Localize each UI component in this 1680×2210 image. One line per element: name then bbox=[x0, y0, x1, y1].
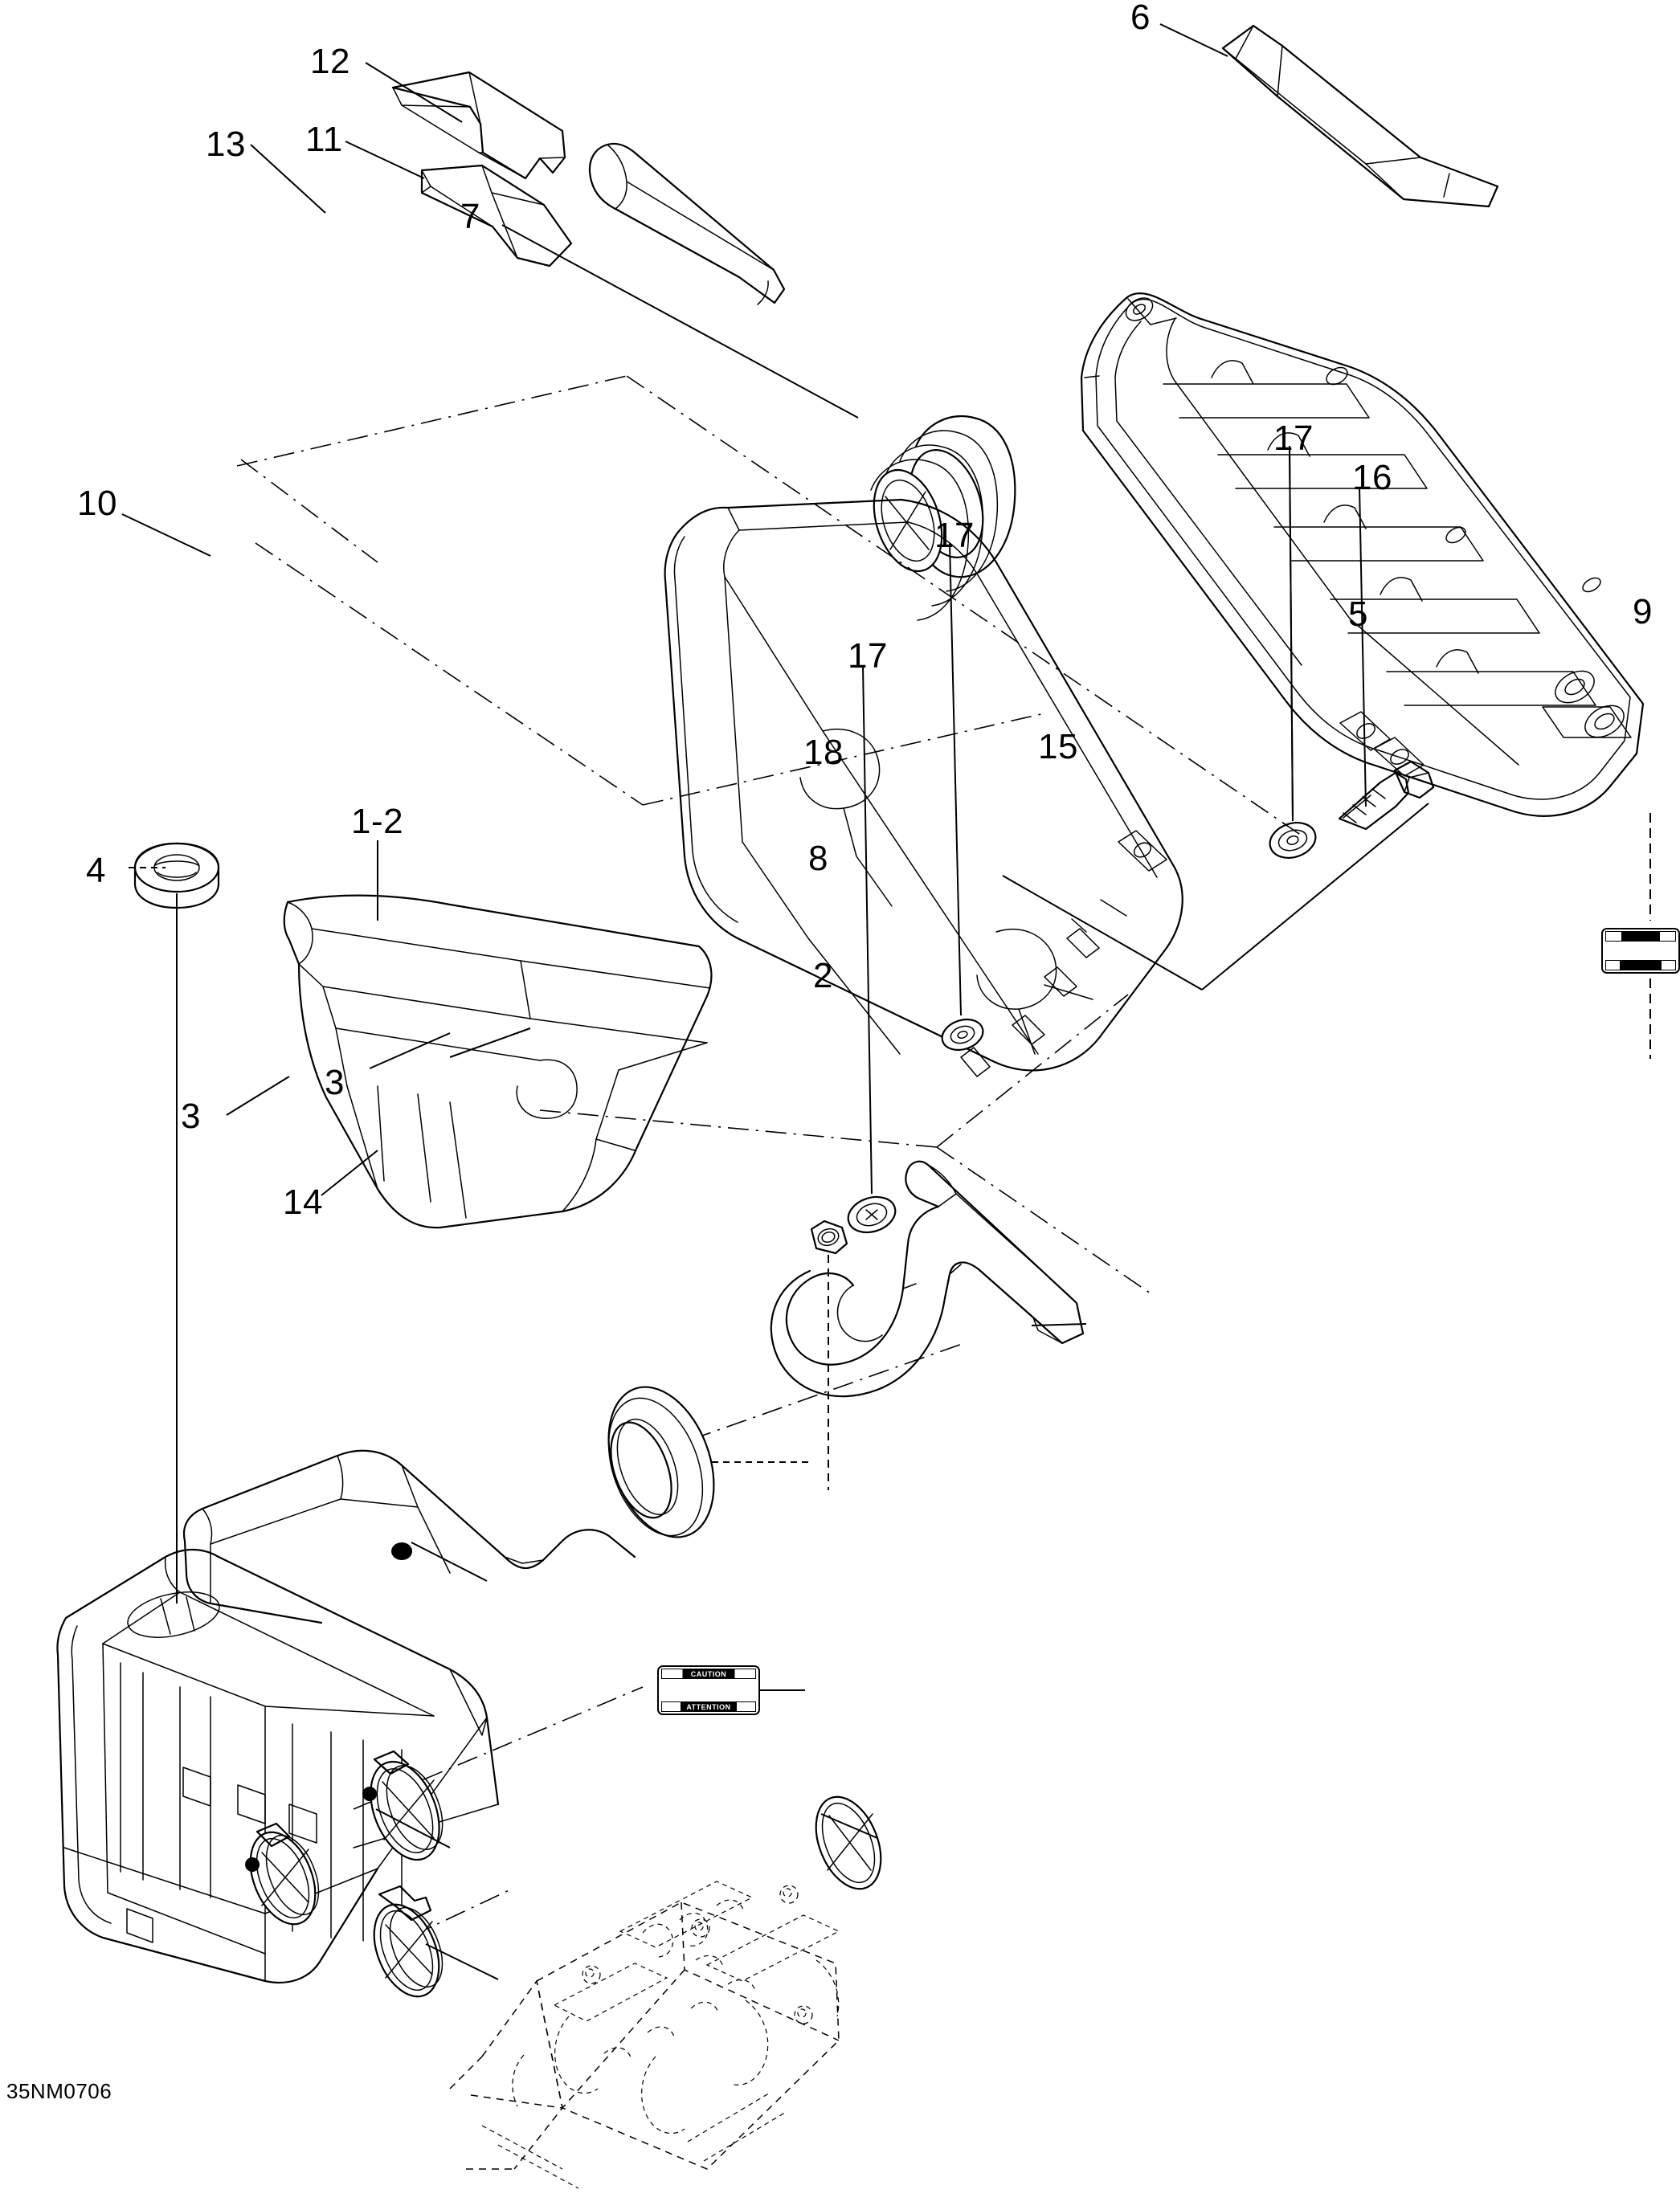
part-5-leader bbox=[1002, 803, 1429, 991]
part-18-hex-nut bbox=[810, 1219, 848, 1255]
callout-3-upper: 3 bbox=[325, 1063, 345, 1102]
part-17-washer-lower bbox=[847, 1195, 897, 1234]
part-13-foam-block-small bbox=[420, 164, 573, 268]
callout-16: 16 bbox=[1352, 458, 1392, 497]
warning-decal-part9 bbox=[1601, 928, 1680, 974]
part-16-hex-screw bbox=[1338, 760, 1435, 831]
warning-decal-part9-band-top bbox=[1605, 931, 1676, 942]
part-4-grommet bbox=[133, 842, 220, 909]
part-14-clamp bbox=[373, 1885, 444, 1998]
callout-7: 7 bbox=[460, 197, 480, 236]
part-17-washer-upper bbox=[1269, 822, 1317, 859]
part-12-foam-strip-angled bbox=[391, 71, 566, 180]
callout-18: 18 bbox=[803, 733, 844, 772]
callout-13: 13 bbox=[206, 125, 246, 164]
callout-12: 12 bbox=[310, 42, 350, 81]
part-5-silencer-cover bbox=[1080, 292, 1645, 817]
callout-2: 2 bbox=[813, 956, 833, 995]
warning-decal-part9-body bbox=[1605, 942, 1676, 960]
part-1-2-airbox-body bbox=[56, 1449, 636, 1984]
callout-8: 8 bbox=[808, 839, 828, 878]
part-3-clamp-upper bbox=[362, 1750, 444, 1861]
callout-15: 15 bbox=[1038, 727, 1078, 766]
callout-17-lower: 17 bbox=[848, 636, 888, 676]
callout-10: 10 bbox=[77, 484, 117, 523]
callout-17-upper: 17 bbox=[1273, 419, 1314, 458]
part-5-silencer-body-center bbox=[664, 498, 1183, 1077]
caution-decal-part2-band-top: CAUTION bbox=[661, 1669, 756, 1679]
part-3-clamp-lower bbox=[245, 1822, 320, 1926]
part-3-clamp-exploded bbox=[815, 1795, 882, 1890]
part-15-support-bracket bbox=[770, 1160, 1085, 1398]
callout-14: 14 bbox=[283, 1183, 323, 1222]
caution-decal-part2: CAUTION ATTENTION bbox=[657, 1665, 760, 1715]
engine-phantom-reference bbox=[449, 1881, 840, 2189]
part-10-foam-pad-large bbox=[283, 894, 713, 1229]
part-17-washer-mid bbox=[941, 1018, 984, 1052]
part-11-foam-strip-round bbox=[588, 142, 786, 305]
caution-decal-part2-band-bottom: ATTENTION bbox=[661, 1701, 756, 1712]
leader-lines bbox=[121, 23, 1367, 1980]
caution-decal-part2-body bbox=[661, 1679, 756, 1701]
drawing-number: 35NM0706 bbox=[6, 2079, 112, 2103]
callout-3-lower: 3 bbox=[181, 1097, 201, 1136]
callout-5: 5 bbox=[1348, 594, 1368, 634]
construction-axes bbox=[236, 375, 1302, 1953]
callout-9: 9 bbox=[1633, 592, 1653, 631]
warning-decal-part9-band-bottom bbox=[1605, 960, 1676, 970]
part-7-bellows-hose bbox=[870, 415, 1016, 621]
callout-4: 4 bbox=[86, 851, 106, 890]
callout-6: 6 bbox=[1130, 0, 1151, 37]
callout-11: 11 bbox=[305, 120, 343, 159]
part-8-rubber-ring bbox=[607, 1386, 715, 1538]
callout-17-mid: 17 bbox=[934, 516, 975, 555]
callout-1-2: 1-2 bbox=[351, 802, 404, 841]
part-6-foam-strip-long bbox=[1221, 24, 1499, 208]
